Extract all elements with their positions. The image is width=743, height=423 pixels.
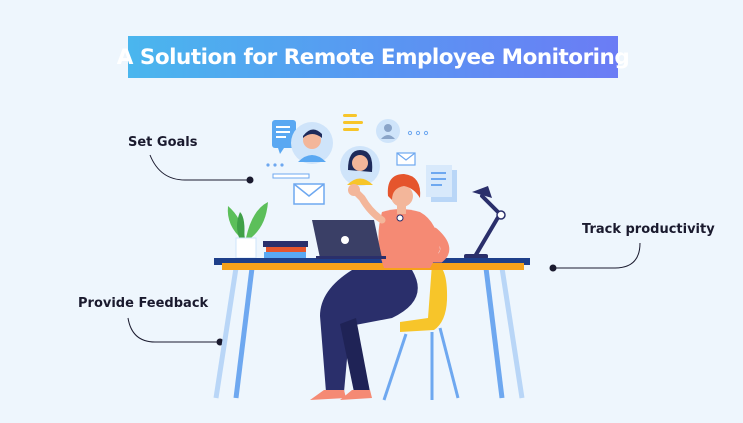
- provide-feedback-connector: [127, 317, 220, 343]
- track-productivity-dot: [549, 264, 557, 272]
- set-goals-connector: [149, 154, 250, 181]
- document-icon: [426, 165, 457, 202]
- page-title: A Solution for Remote Employee Monitorin…: [117, 36, 630, 78]
- avatar-icon: [376, 119, 400, 143]
- woman-at-desk: [310, 174, 450, 400]
- set-goals-label: Set Goals: [128, 135, 198, 150]
- track-productivity-label: Track productivity: [582, 222, 715, 237]
- laptop-icon: [312, 220, 386, 259]
- desk-lamp-icon: [464, 186, 506, 260]
- text-line-decoration: [272, 173, 310, 179]
- avatar-icon: [291, 122, 333, 164]
- set-goals-dot: [246, 176, 254, 184]
- message-lines: [343, 114, 363, 131]
- chat-bubble-icon: [272, 120, 296, 154]
- chair: [382, 263, 460, 401]
- avatar-icon: [340, 146, 380, 186]
- mail-icon: [293, 183, 325, 205]
- desk: [213, 258, 530, 399]
- mail-icon: [396, 152, 416, 166]
- provide-feedback-label: Provide Feedback: [78, 296, 209, 311]
- plant-icon: [227, 202, 268, 259]
- dots-decoration: [266, 130, 429, 167]
- track-productivity-connector: [553, 242, 641, 269]
- provide-feedback-dot: [216, 338, 224, 346]
- books-icon: [263, 241, 308, 258]
